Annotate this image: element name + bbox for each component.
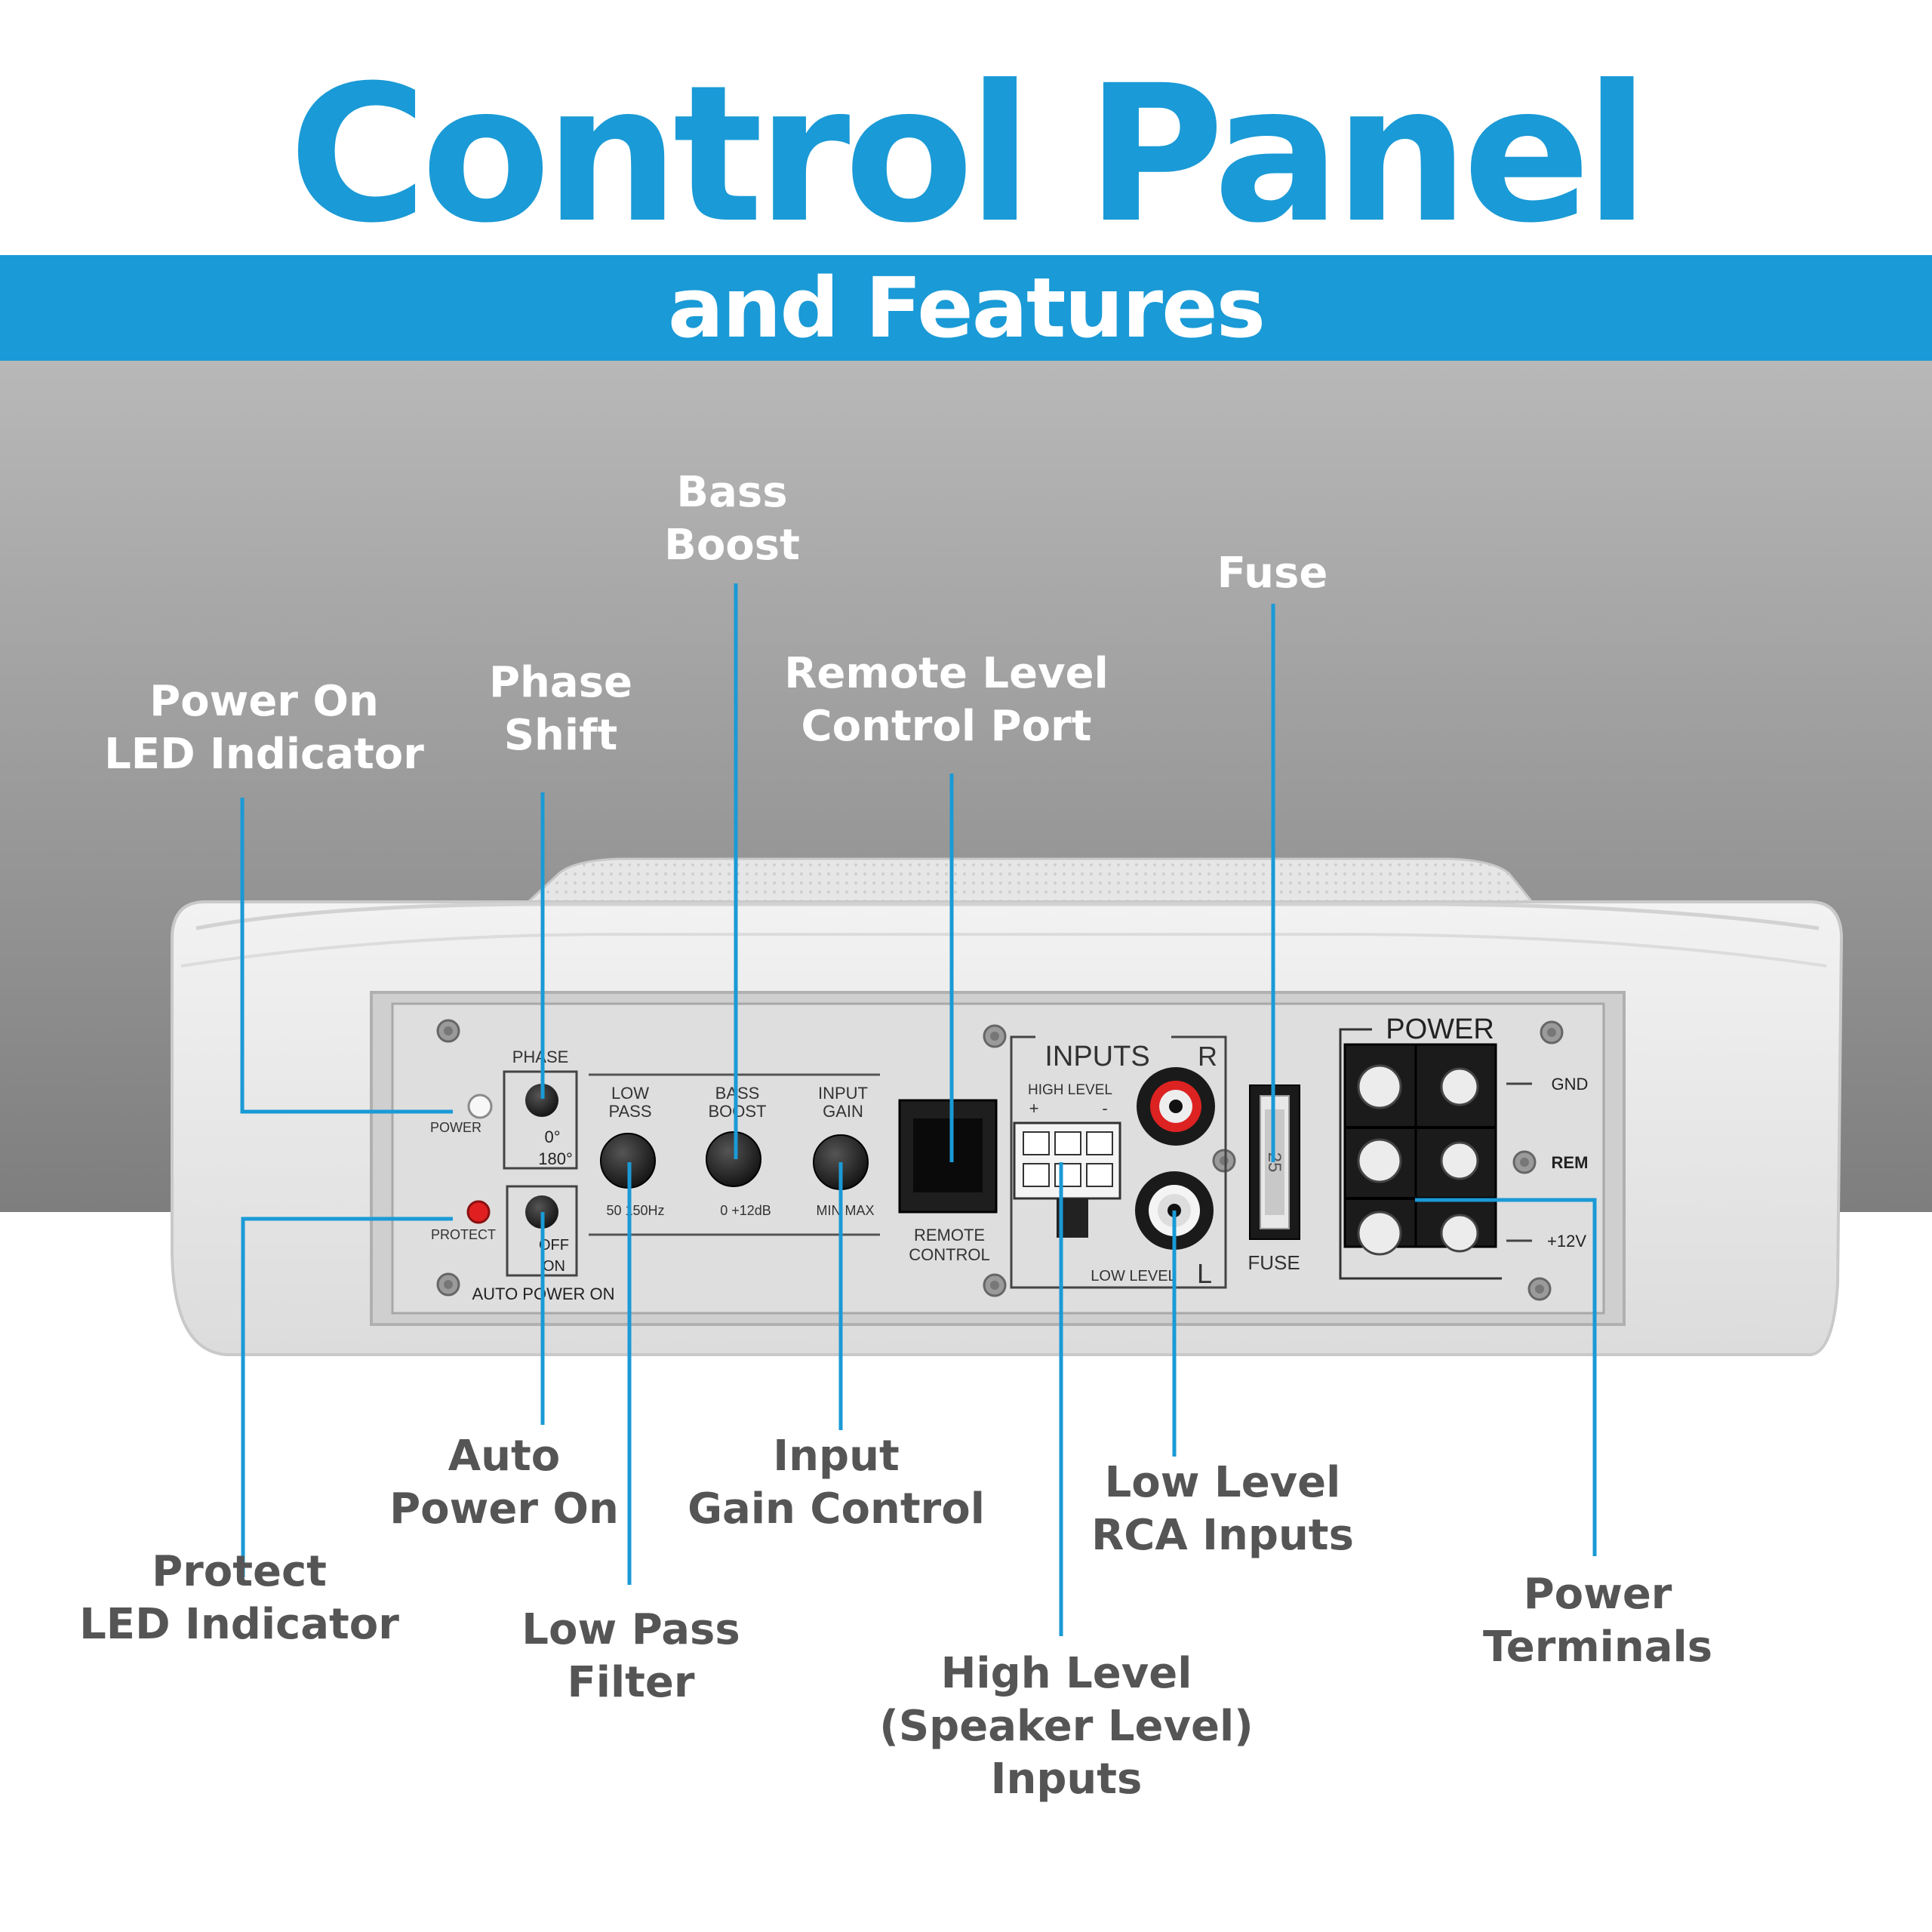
callout-line-1: Fuse	[1217, 549, 1328, 598]
callout-remote-level-control-port: Remote Level Control Port	[784, 648, 1109, 753]
callout-line-2: LED Indicator	[104, 730, 424, 779]
minus-label: -	[1102, 1099, 1107, 1118]
v12-terminal[interactable]	[1357, 1211, 1479, 1256]
low-pass-range: 50 150Hz	[606, 1203, 664, 1218]
inputs-label: INPUTS	[1044, 1041, 1149, 1072]
screw	[436, 1272, 460, 1297]
callout-line-2: (Speaker Level)	[879, 1702, 1254, 1751]
input-gain-range: MIN MAX	[816, 1203, 874, 1218]
callout-line-1: Power	[1523, 1570, 1672, 1619]
callout-input-gain-control: Input Gain Control	[688, 1430, 985, 1536]
screw	[436, 1019, 460, 1043]
bass-boost-range: 0 +12dB	[720, 1203, 771, 1218]
auto-off-label: OFF	[539, 1237, 569, 1254]
power-terminal-leader	[1415, 1198, 1597, 1556]
gnd-terminal[interactable]	[1357, 1064, 1479, 1109]
page-subtitle: and Features	[667, 260, 1266, 356]
rem-label: REM	[1552, 1153, 1589, 1172]
callout-line-2: Shift	[503, 711, 618, 760]
v12-label: +12V	[1547, 1232, 1586, 1251]
callout-line-3: Inputs	[990, 1755, 1143, 1804]
subwoofer-amplifier	[171, 857, 1844, 1356]
callout-power-terminals: Power Terminals	[1483, 1568, 1712, 1674]
phase-180-label: 180°	[538, 1149, 573, 1168]
fuse-label: FUSE	[1247, 1251, 1300, 1274]
plus-label: +	[1029, 1099, 1039, 1118]
screw	[983, 1273, 1007, 1297]
callout-fuse: Fuse	[1217, 547, 1328, 600]
power-label: POWER	[1386, 1014, 1494, 1045]
rem-terminal[interactable]	[1357, 1138, 1479, 1183]
callout-line-2: LED Indicator	[79, 1600, 399, 1649]
gnd-label: GND	[1552, 1075, 1589, 1094]
phase-switch-box	[503, 1070, 578, 1170]
bass-boost-knob[interactable]	[706, 1131, 761, 1187]
protect-led	[466, 1200, 491, 1224]
low-level-label: LOW LEVEL	[1091, 1268, 1176, 1284]
panel-screws	[436, 1019, 1564, 1301]
callout-low-level-rca-inputs: Low Level RCA Inputs	[1091, 1457, 1354, 1562]
top-grille	[525, 857, 1535, 903]
r-label: R	[1198, 1041, 1217, 1072]
remote-label: REMOTE	[914, 1226, 985, 1244]
callout-line-1: Remote Level	[784, 649, 1109, 698]
protect-led-leader	[241, 1217, 453, 1577]
power-led	[467, 1094, 493, 1119]
screw	[983, 1024, 1007, 1048]
high-level-connector[interactable]	[1013, 1121, 1121, 1238]
callout-line-1: Phase	[488, 658, 633, 707]
callout-protect-led: Protect LED Indicator	[79, 1546, 399, 1651]
auto-on-label: ON	[543, 1258, 565, 1275]
callout-line-1: Power On	[149, 677, 379, 726]
callout-line-2: RCA Inputs	[1091, 1511, 1354, 1560]
callout-line-2: Power On	[389, 1484, 619, 1534]
page-title: Control Panel	[288, 45, 1650, 264]
power-led-leader	[240, 798, 453, 1114]
input-gain-label-2: GAIN	[823, 1102, 863, 1121]
phase-switch[interactable]	[525, 1084, 558, 1117]
callout-line-2: Terminals	[1482, 1623, 1713, 1672]
phase-0-label: 0°	[544, 1128, 560, 1146]
remote-label-2: CONTROL	[909, 1245, 990, 1264]
l-label: L	[1197, 1258, 1212, 1289]
low-pass-label-2: PASS	[608, 1102, 651, 1121]
high-level-label: HIGH LEVEL	[1028, 1082, 1112, 1098]
callout-line-2: Boost	[664, 521, 800, 570]
callout-phase-shift: Phase Shift	[489, 657, 632, 762]
screw	[1527, 1277, 1552, 1301]
callout-line-1: Auto	[448, 1432, 561, 1481]
callout-low-pass-filter: Low Pass Filter	[521, 1604, 740, 1709]
callout-line-1: Protect	[152, 1547, 327, 1596]
input-gain-label: INPUT	[818, 1084, 868, 1103]
screw	[1212, 1149, 1236, 1173]
callout-line-1: Bass	[676, 468, 788, 517]
callout-power-on-led: Power On LED Indicator	[104, 675, 424, 781]
callout-high-level-inputs: High Level (Speaker Level) Inputs	[879, 1647, 1254, 1806]
callout-lines	[240, 583, 1597, 1636]
callout-line-1: Low Level	[1104, 1458, 1341, 1507]
callout-auto-power-on: Auto Power On	[389, 1430, 619, 1536]
screw	[1540, 1020, 1564, 1044]
callout-bass-boost: Bass Boost	[664, 466, 800, 572]
callout-line-1: Low Pass	[521, 1605, 740, 1654]
power-led-label: POWER	[430, 1120, 481, 1135]
phase-label: PHASE	[512, 1048, 569, 1066]
subtitle-bar	[0, 255, 1932, 361]
low-pass-label: LOW	[611, 1084, 649, 1103]
protect-led-label: PROTECT	[431, 1227, 496, 1242]
screw	[1512, 1150, 1537, 1174]
callout-line-2: Control Port	[801, 702, 1092, 751]
callout-line-2: Filter	[567, 1658, 695, 1707]
rca-input-right[interactable]	[1137, 1067, 1215, 1146]
callout-line-1: High Level	[940, 1649, 1192, 1698]
callout-line-2: Gain Control	[688, 1484, 985, 1534]
callout-line-1: Input	[773, 1432, 900, 1481]
